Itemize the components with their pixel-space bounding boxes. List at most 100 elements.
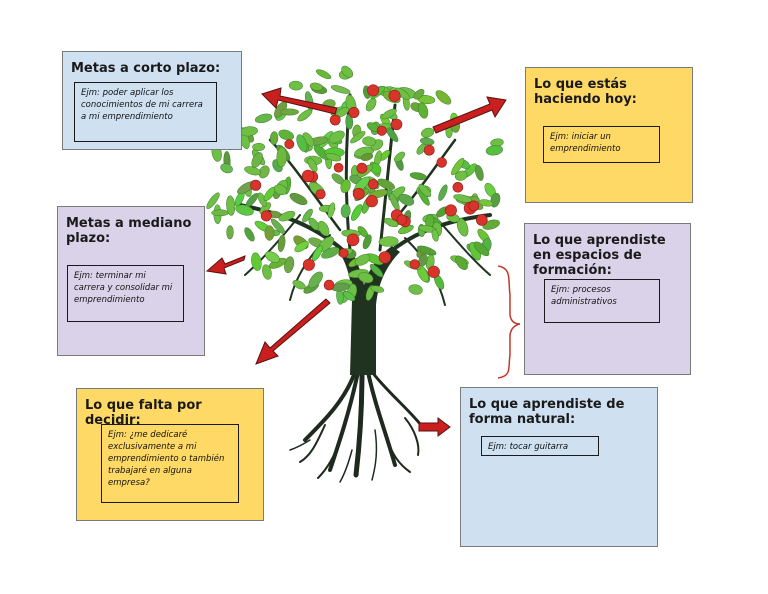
leaf	[351, 204, 363, 221]
leaf	[226, 195, 236, 216]
apple	[396, 214, 408, 226]
apple	[409, 259, 420, 270]
leaf	[473, 241, 490, 257]
leaf	[341, 65, 354, 78]
card-doing-today: Lo que estás haciendo hoy: Ejm: iniciar …	[525, 67, 693, 203]
apple	[315, 189, 326, 200]
leaf	[262, 264, 272, 280]
leaf	[418, 254, 428, 267]
card-title: Metas a corto plazo:	[71, 61, 221, 76]
apple	[444, 204, 457, 217]
leaf	[278, 129, 294, 141]
apple	[302, 258, 315, 271]
apple	[390, 118, 403, 131]
apple	[260, 210, 272, 222]
leaf	[435, 90, 452, 105]
leaf	[327, 202, 336, 218]
red-arrow-icon	[261, 87, 338, 115]
red-bracket	[497, 265, 521, 379]
leaf	[317, 220, 330, 237]
leaf	[408, 284, 423, 295]
apple	[423, 144, 435, 156]
red-arrow-icon	[432, 96, 507, 134]
leaf	[362, 234, 372, 250]
card-learned-natural: Lo que aprendiste de forma natural: Ejm:…	[460, 387, 658, 547]
leaf	[453, 194, 473, 203]
apple	[427, 265, 440, 278]
apple	[368, 179, 379, 190]
leaf	[378, 236, 399, 247]
tree-roots	[289, 369, 427, 483]
apple	[284, 139, 295, 150]
leaf	[454, 170, 468, 181]
red-arrow-icon	[255, 298, 331, 365]
leaf	[369, 263, 384, 278]
leaf	[398, 193, 415, 206]
leaf	[226, 225, 234, 240]
leaf	[292, 279, 306, 290]
apple	[452, 182, 464, 193]
example-box: Ejm: poder aplicar los conocimientos de …	[74, 82, 217, 142]
leaf	[308, 271, 323, 289]
leaf	[393, 151, 406, 163]
card-short-term-goals: Metas a corto plazo: Ejm: poder aplicar …	[62, 51, 242, 150]
leaf	[289, 192, 308, 206]
apple	[468, 200, 480, 212]
leaf	[251, 252, 262, 271]
leaf	[420, 127, 435, 138]
red-arrow-icon	[205, 255, 246, 275]
apple	[301, 169, 315, 183]
example-box: Ejm: iniciar un emprendimiento	[543, 126, 660, 163]
leaf	[273, 184, 288, 196]
leaf	[365, 98, 377, 112]
apple	[475, 214, 488, 226]
apple	[365, 195, 378, 208]
leaf	[307, 157, 318, 172]
leaf	[417, 245, 437, 256]
leaf	[270, 218, 286, 234]
apple	[367, 84, 380, 97]
example-box: Ejm: terminar mi carrera y consolidar mi…	[67, 265, 184, 322]
apple	[352, 187, 365, 200]
card-title: Lo que aprendiste de forma natural:	[469, 397, 625, 427]
leaf	[220, 163, 233, 174]
apple	[388, 89, 401, 102]
example-box: Ejm: tocar guitarra	[481, 436, 599, 456]
leaf	[265, 251, 280, 263]
apple	[250, 179, 262, 191]
leaf	[455, 255, 468, 270]
leaf	[325, 153, 342, 162]
apple	[338, 248, 349, 258]
leaf	[294, 241, 309, 253]
leaf	[244, 227, 255, 242]
leaf	[485, 145, 503, 156]
leaf	[330, 85, 351, 94]
leaf	[456, 217, 469, 237]
leaf	[308, 217, 320, 231]
leaf	[420, 137, 435, 146]
leaf	[417, 102, 429, 119]
example-box: Ejm: ¿me dedicaré exclusivamente a mi em…	[101, 424, 239, 503]
card-learned-training: Lo que aprendiste en espacios de formaci…	[524, 223, 691, 375]
leaf	[340, 179, 351, 194]
card-mid-term-goals: Metas a mediano plazo: Ejm: terminar mi …	[57, 206, 205, 356]
apple	[356, 162, 368, 174]
leaf	[269, 131, 279, 145]
red-arrow-icon	[418, 417, 451, 437]
apple	[376, 125, 387, 136]
apple	[329, 114, 341, 126]
leaf	[251, 152, 263, 168]
leaf	[235, 204, 254, 216]
leaf	[358, 272, 374, 284]
leaf	[258, 165, 270, 179]
leaf	[478, 199, 494, 207]
leaf	[328, 130, 345, 144]
leaf	[409, 172, 427, 180]
leaf	[264, 225, 275, 241]
leaf	[252, 142, 265, 152]
leaf	[315, 69, 332, 80]
leaf	[278, 211, 296, 222]
apple	[346, 233, 360, 247]
